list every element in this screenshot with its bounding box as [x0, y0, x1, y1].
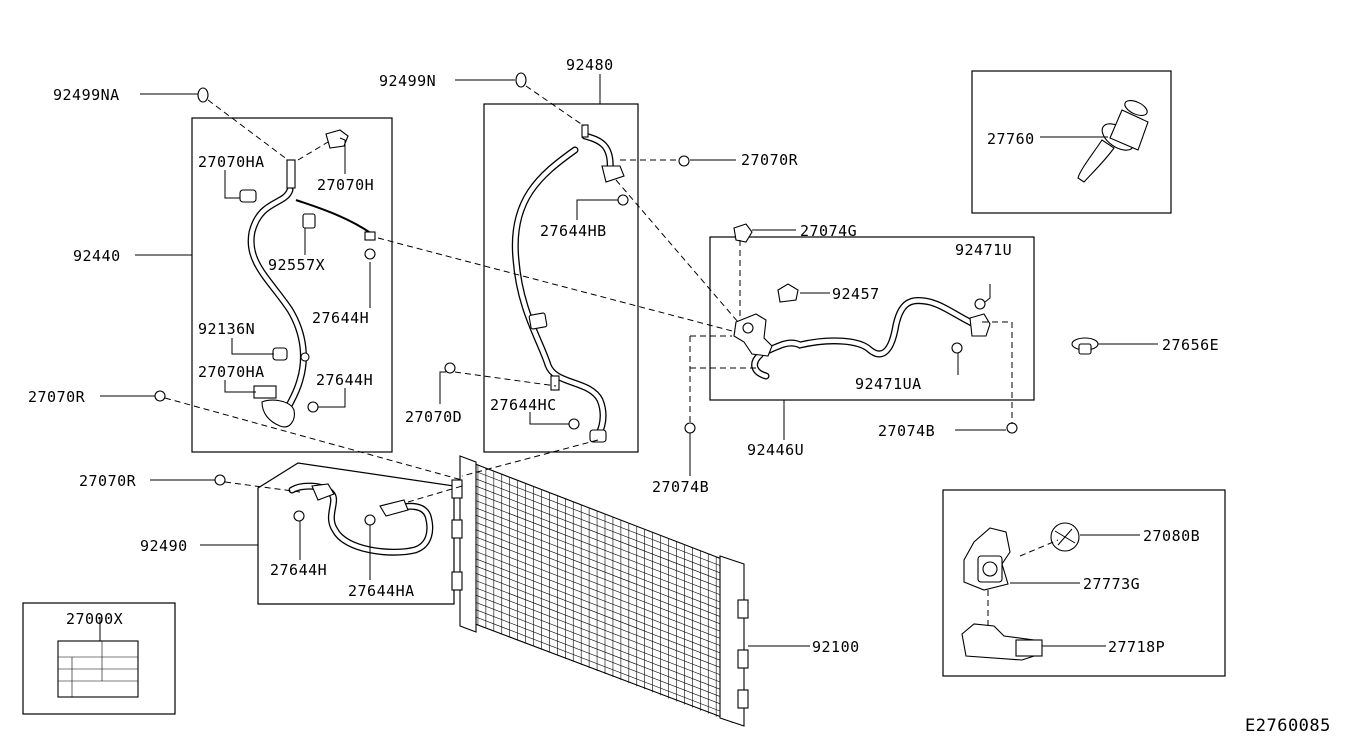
label-27070ha-lower: 27070HA: [198, 363, 265, 381]
label-27760: 27760: [987, 130, 1035, 148]
label-92100: 92100: [812, 638, 860, 656]
label-27644hc: 27644HC: [490, 396, 557, 414]
label-92457: 92457: [832, 285, 880, 303]
leader-lines: [99, 74, 1158, 647]
label-92136n: 92136N: [198, 320, 255, 338]
label-27070r-lower: 27070R: [79, 472, 137, 490]
clip-27656e: [1071, 337, 1099, 355]
label-27074b-right: 27074B: [878, 422, 935, 440]
group-box-27000x: [22, 602, 176, 715]
label-92480: 92480: [566, 56, 614, 74]
pipe-92446u: [733, 283, 991, 380]
label-92557x: 92557X: [268, 256, 325, 274]
label-27644h-lower: 27644H: [270, 561, 327, 579]
label-27074g: 27074G: [800, 222, 857, 240]
hose-92490: [288, 482, 434, 556]
label-27080b: 27080B: [1143, 527, 1200, 545]
sensor-27760: [1077, 100, 1149, 183]
label-27644h-upper: 27644H: [312, 309, 369, 327]
label-92490: 92490: [140, 537, 188, 555]
dashed-connections: [164, 85, 1059, 628]
hose-92480: [511, 124, 629, 443]
label-27070r-left: 27070R: [28, 388, 86, 406]
label-27656e: 27656E: [1162, 336, 1219, 354]
label-27773g: 27773G: [1083, 575, 1140, 593]
label-92440: 92440: [73, 247, 121, 265]
label-27074b-left: 27074B: [652, 478, 709, 496]
group-box-sensor-assembly: [942, 489, 1226, 677]
label-92499n: 92499N: [379, 72, 436, 90]
group-box-92480: [483, 103, 639, 453]
label-92471ua: 92471UA: [855, 375, 922, 393]
diagram-id: E2760085: [1245, 716, 1331, 736]
label-27644hb: 27644HB: [540, 222, 607, 240]
label-27070d: 27070D: [405, 408, 462, 426]
group-box-92446u: [709, 236, 1035, 401]
label-27000x: 27000X: [66, 610, 123, 628]
sensor-assembly: [961, 522, 1080, 661]
label-27070h: 27070H: [317, 176, 374, 194]
label-27644ha: 27644HA: [348, 582, 415, 600]
hose-92440: [239, 129, 376, 428]
label-92446u: 92446U: [747, 441, 804, 459]
label-27000x: [57, 640, 139, 698]
label-92471u: 92471U: [955, 241, 1012, 259]
label-27718p: 27718P: [1108, 638, 1165, 656]
condenser-92100: [451, 455, 749, 727]
label-27070r-top: 27070R: [741, 151, 799, 169]
group-box-92490: [257, 462, 455, 605]
group-box-27760: [971, 70, 1172, 214]
label-27644h-middle: 27644H: [316, 371, 373, 389]
label-92499na: 92499NA: [53, 86, 120, 104]
group-box-92440: [191, 117, 393, 453]
part-labels: 92499NA 92499N 92480 27070HA 27070H 9244…: [28, 56, 1219, 656]
label-27070ha-upper: 27070HA: [198, 153, 265, 171]
